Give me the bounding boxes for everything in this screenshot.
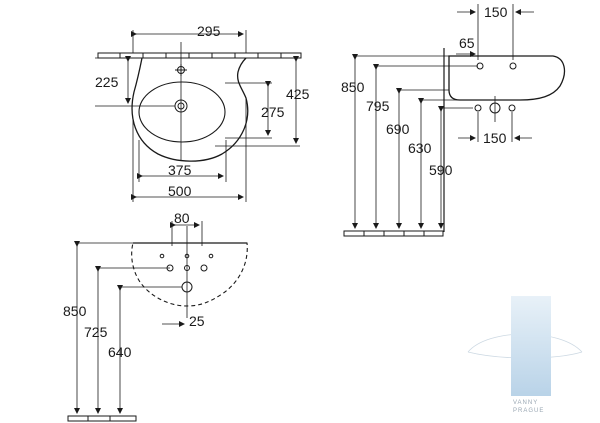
front-view <box>67 221 248 422</box>
front-floor-strip <box>67 415 137 422</box>
floor-strip <box>343 230 444 237</box>
bowl-outline <box>138 81 226 143</box>
dim-side-65: 65 <box>459 35 475 51</box>
dim-side-850: 850 <box>341 79 365 95</box>
watermark-line2: PRAGUE <box>513 408 544 414</box>
dim-side-590: 590 <box>429 162 453 178</box>
dim-side-690: 690 <box>386 121 410 137</box>
front-basin-outline <box>131 242 248 307</box>
dim-side-795: 795 <box>366 98 390 114</box>
watermark-bar <box>511 296 551 396</box>
dim-225: 225 <box>95 74 119 90</box>
basin-profile <box>448 55 566 101</box>
dim-front-25: 25 <box>189 313 205 329</box>
dim-375: 375 <box>168 162 192 178</box>
dim-front-640: 640 <box>108 344 132 360</box>
dim-front-850: 850 <box>63 303 87 319</box>
dim-side-150-bottom: 150 <box>483 130 507 146</box>
top-view <box>95 30 302 202</box>
dim-275: 275 <box>261 104 285 120</box>
dim-500: 500 <box>168 183 192 199</box>
dim-295: 295 <box>197 23 221 39</box>
dim-side-630: 630 <box>408 140 432 156</box>
wall-strip <box>97 52 302 59</box>
watermark-line1: VANNY <box>513 400 538 406</box>
dim-side-150-top: 150 <box>484 4 508 20</box>
dim-front-80: 80 <box>174 210 190 226</box>
watermark-logo: VANNY PRAGUE <box>467 296 583 414</box>
side-view <box>343 4 566 237</box>
dim-front-725: 725 <box>84 324 108 340</box>
dim-425: 425 <box>286 86 310 102</box>
basin-outline <box>131 57 249 162</box>
